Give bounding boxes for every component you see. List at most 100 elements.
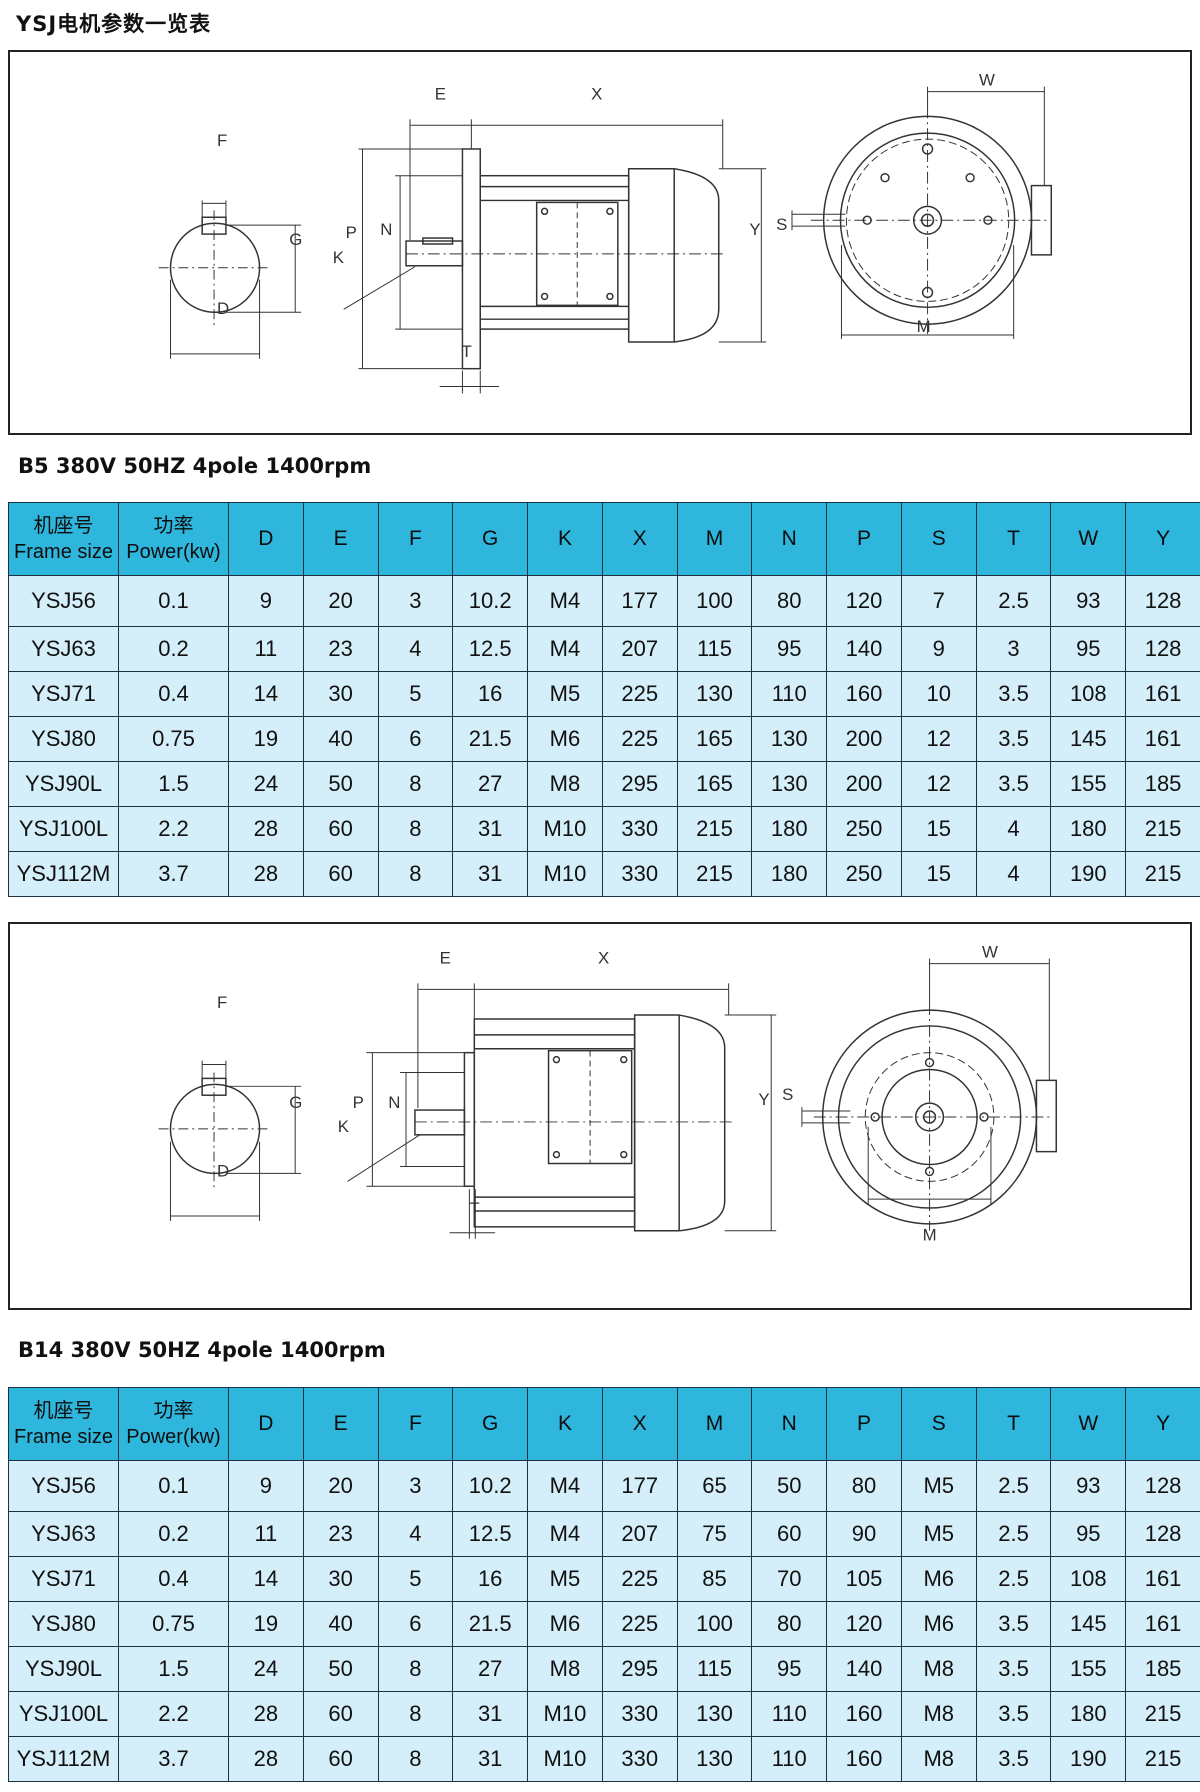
table-cell: M4: [527, 1511, 603, 1557]
b14-label-e: E: [440, 949, 451, 968]
table-cell: 15: [900, 806, 977, 852]
b5-label-x: X: [591, 85, 602, 104]
col-header-w: W: [1050, 502, 1127, 576]
table-cell: 19: [228, 1601, 304, 1647]
table-cell: 110: [751, 1691, 828, 1737]
table-cell: 3.5: [975, 716, 1052, 762]
b14-drawing-svg: E X W F G D P N K T Y S M: [158, 943, 1057, 1245]
table-cell: 215: [1125, 806, 1200, 852]
col-header-f: F: [377, 502, 454, 576]
table-cell: 110: [751, 1736, 828, 1782]
table-cell: 31: [452, 1736, 529, 1782]
b5-label-p: P: [346, 223, 357, 242]
table-cell: M8: [900, 1646, 977, 1692]
table-cell: 0.2: [118, 626, 229, 672]
table-cell: YSJ63: [8, 1511, 119, 1557]
table-cell: 128: [1125, 626, 1200, 672]
table-cell: 10: [900, 671, 977, 717]
table-cell: 180: [1050, 806, 1127, 852]
col-header-x: X: [601, 1387, 678, 1461]
table-cell: M4: [527, 626, 603, 672]
table-cell: 115: [676, 1646, 753, 1692]
table-cell: 3: [377, 1460, 454, 1512]
table-cell: 60: [302, 851, 379, 897]
table-cell: 15: [900, 851, 977, 897]
table-cell: 140: [826, 1646, 902, 1692]
col-header-g: G: [452, 502, 529, 576]
col-header-s: S: [900, 502, 977, 576]
b14-label-t: T: [469, 1199, 479, 1218]
table-cell: 161: [1125, 716, 1200, 762]
table-cell: M4: [527, 1460, 603, 1512]
col-header-t: T: [975, 1387, 1052, 1461]
table-cell: YSJ80: [8, 1601, 119, 1647]
table-cell: 130: [751, 761, 828, 807]
table-cell: 3.5: [975, 761, 1052, 807]
table-cell: 330: [601, 806, 678, 852]
table-cell: 28: [228, 806, 304, 852]
table-cell: 250: [826, 851, 902, 897]
table-cell: 177: [601, 575, 678, 627]
b5-label-y: Y: [749, 220, 760, 239]
table-cell: 155: [1050, 1646, 1127, 1692]
col-header-n: N: [751, 1387, 828, 1461]
table-cell: 1.5: [118, 1646, 229, 1692]
table-cell: 27: [452, 761, 529, 807]
table-cell: 3.7: [118, 851, 229, 897]
table-cell: 12.5: [452, 1511, 529, 1557]
table-cell: 8: [377, 806, 454, 852]
table-cell: YSJ80: [8, 716, 119, 762]
b5-label-k: K: [333, 248, 345, 267]
table-cell: 207: [601, 626, 678, 672]
table-cell: 2.2: [118, 806, 229, 852]
table-cell: 2.5: [975, 575, 1052, 627]
table-cell: 3.5: [975, 1736, 1052, 1782]
table-cell: 93: [1050, 1460, 1127, 1512]
table-cell: 80: [751, 575, 828, 627]
b5-label-t: T: [461, 342, 471, 361]
table-cell: 215: [1125, 1691, 1200, 1737]
table-cell: 70: [751, 1556, 828, 1602]
table-cell: 115: [676, 626, 753, 672]
table-cell: M6: [527, 1601, 603, 1647]
table-cell: 130: [751, 716, 828, 762]
table-cell: 160: [826, 671, 902, 717]
table-cell: 330: [601, 1691, 678, 1737]
table-cell: 2.5: [975, 1460, 1052, 1512]
table-cell: 11: [228, 626, 304, 672]
table-cell: 8: [377, 851, 454, 897]
col-header-g: G: [452, 1387, 529, 1461]
table-cell: 60: [302, 1691, 379, 1737]
b5-section-title: B5 380V 50HZ 4pole 1400rpm: [18, 454, 372, 478]
table-cell: 12: [900, 761, 977, 807]
table-cell: 20: [302, 1460, 379, 1512]
table-cell: 185: [1125, 761, 1200, 807]
table-cell: 14: [228, 1556, 304, 1602]
table-cell: 207: [601, 1511, 678, 1557]
table-cell: 21.5: [452, 716, 529, 762]
page-title: YSJ电机参数一览表: [16, 12, 212, 36]
b14-label-d: D: [217, 1161, 229, 1180]
table-cell: 155: [1050, 761, 1127, 807]
col-header-k: K: [527, 502, 603, 576]
table-cell: 161: [1125, 1556, 1200, 1602]
b5-label-e: E: [435, 85, 446, 104]
table-cell: 0.1: [118, 575, 229, 627]
table-cell: YSJ100L: [8, 806, 119, 852]
table-cell: YSJ90L: [8, 761, 119, 807]
table-cell: 85: [676, 1556, 753, 1602]
table-cell: 50: [751, 1460, 828, 1512]
table-cell: 4: [975, 851, 1052, 897]
table-cell: 0.75: [118, 1601, 229, 1647]
table-cell: 28: [228, 1691, 304, 1737]
table-cell: 14: [228, 671, 304, 717]
